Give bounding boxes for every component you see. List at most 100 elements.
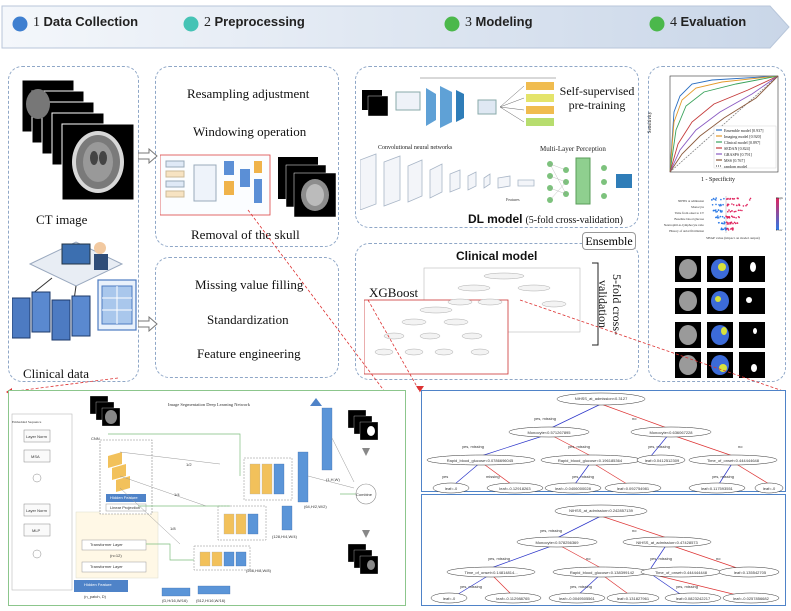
stage-1-dot bbox=[12, 16, 28, 32]
step-standardization: Standardization bbox=[207, 312, 289, 327]
tree2-node-l2: NIHSS_at_admission<0.47428573 bbox=[636, 540, 698, 545]
shap-dot bbox=[726, 223, 729, 225]
segnet-hidden-2: Hidden Feature bbox=[84, 582, 112, 587]
cnn-mlp-diagram bbox=[360, 153, 632, 210]
xgboost-trees-thumbnail bbox=[364, 267, 581, 375]
edge-label: yes, missing bbox=[712, 474, 735, 479]
shap-dot bbox=[716, 210, 718, 213]
shap-dot bbox=[719, 209, 722, 212]
step-feature-engineering: Feature engineering bbox=[197, 346, 301, 361]
edge-label: missing bbox=[486, 474, 500, 479]
shap-dot bbox=[733, 216, 735, 219]
tree2-leaf: leaf=-0.0257856682 bbox=[733, 596, 769, 601]
shap-dot bbox=[739, 209, 741, 212]
ssl-title: Self-supervised pre-training bbox=[559, 84, 635, 112]
tree2-leaf: leaf=-0.112988765 bbox=[496, 596, 530, 601]
shap-dot bbox=[721, 228, 724, 231]
clinical-data-label: Clinical data bbox=[23, 366, 90, 381]
shap-high-label: High bbox=[776, 196, 783, 200]
shap-dot bbox=[717, 215, 719, 217]
shap-dot bbox=[712, 198, 715, 200]
segnet-scale-half: 1/2 bbox=[186, 462, 192, 467]
roc-legend-item: Ensemble model [0.937] bbox=[724, 128, 764, 133]
segnet-shape-3: (128,H/4,W/4) bbox=[272, 534, 297, 539]
segnet-shape-6: (D,H/16,W/16) bbox=[162, 598, 188, 603]
tree2-leaf: leaf=-0.0049505561 bbox=[559, 596, 595, 601]
shap-dot bbox=[727, 216, 730, 219]
segnet-scale-eighth: 1/8 bbox=[170, 526, 176, 531]
shap-dot bbox=[711, 204, 714, 206]
ssl-pretraining-diagram bbox=[362, 77, 556, 128]
shap-dot bbox=[715, 197, 717, 199]
stage-2-label: 2 Preprocessing bbox=[204, 14, 305, 30]
cv-label: 5-fold cross-validation bbox=[596, 273, 624, 335]
segnet-n-layers: (n=12) bbox=[110, 553, 122, 558]
stage-2-dot bbox=[183, 16, 199, 32]
segnet-msa: MSA bbox=[31, 454, 40, 459]
segnet-transformer-1: Transformer Layer bbox=[90, 542, 123, 547]
evaluation-panel bbox=[648, 66, 786, 382]
shap-dot bbox=[730, 221, 733, 224]
shap-dot bbox=[716, 217, 719, 219]
step-missing-value: Missing value filling bbox=[195, 277, 304, 292]
shap-feature-labels: NIHSS at admission Monocyte Time from on… bbox=[654, 198, 704, 234]
xgb-tree-edges bbox=[426, 392, 784, 604]
stage-4-dot bbox=[649, 16, 665, 32]
shap-dot bbox=[728, 223, 730, 225]
shap-dot bbox=[726, 198, 728, 200]
shap-xlabel: SHAP value (impact on model output) bbox=[706, 236, 760, 240]
shap-dot bbox=[722, 203, 724, 206]
shap-dot bbox=[729, 197, 732, 200]
shap-dot bbox=[720, 204, 722, 207]
segnet-patch: (n_patch, D) bbox=[84, 594, 107, 599]
roc-legend: Ensemble model [0.937] Imaging model [0.… bbox=[724, 128, 763, 170]
tree2-root: NIHSS_at_admission<0.242857139 bbox=[569, 508, 633, 513]
shap-dot bbox=[718, 204, 720, 206]
edge-label: no bbox=[632, 416, 637, 421]
pipeline-banner bbox=[1, 5, 790, 49]
edge-label: no bbox=[586, 556, 591, 561]
tree2-leaf: leaf=0.0823242217 bbox=[675, 596, 711, 601]
shap-dot bbox=[737, 216, 740, 218]
shap-dot bbox=[724, 222, 726, 224]
shap-dot bbox=[731, 197, 734, 200]
clinical-data-illustration bbox=[12, 241, 137, 341]
xgboost-label: XGBoost bbox=[369, 285, 419, 300]
segnet-shape-2: (64,H/2,W/2) bbox=[304, 504, 327, 509]
edge-label: yes, missing bbox=[540, 528, 563, 533]
edge-label: yes, missing bbox=[648, 444, 671, 449]
tree1-leaf: leaf=0.092754981 bbox=[616, 486, 650, 491]
edge-label: yes bbox=[442, 474, 449, 479]
shap-low-label: Low bbox=[776, 228, 783, 232]
shap-dot bbox=[713, 209, 715, 212]
edge-label: yes, missing bbox=[650, 556, 673, 561]
shap-dot bbox=[721, 222, 724, 225]
shap-dot bbox=[736, 222, 738, 224]
shap-dot bbox=[714, 209, 717, 212]
shap-dot bbox=[717, 209, 720, 211]
preprocessing-thumbnail bbox=[160, 154, 337, 218]
mlp-label: Multi-Layer Perception bbox=[540, 145, 606, 153]
tree2-node-l3: Time_of_onset<0.444444448 bbox=[654, 570, 707, 575]
roc-legend-item: Imaging model [0.920] bbox=[724, 134, 761, 139]
shap-dot bbox=[732, 204, 735, 206]
tree1-leaf: leaf=-0.0406000028 bbox=[555, 486, 591, 491]
edge-label: no bbox=[632, 528, 637, 533]
shap-dot bbox=[715, 216, 718, 218]
shap-dot bbox=[714, 198, 716, 201]
shap-feature: NIHSS at admission bbox=[677, 199, 704, 203]
shap-dot bbox=[727, 210, 729, 213]
segnet-shape-1: (1,H,W) bbox=[326, 477, 340, 482]
edge-label: yes, missing bbox=[570, 584, 593, 589]
tree2-node-l3: Time_of_onset<0.14814814... bbox=[464, 570, 518, 575]
segmentation-examples bbox=[675, 256, 765, 378]
shap-dot bbox=[737, 209, 740, 212]
step-windowing: Windowing operation bbox=[193, 124, 307, 139]
shap-dot bbox=[729, 222, 731, 224]
shap-dot bbox=[734, 222, 737, 225]
shap-dot bbox=[715, 203, 717, 206]
stage-3-label: 3 Modeling bbox=[465, 14, 533, 30]
tree1-node-l3: Time_of_onset<0.444444648 bbox=[706, 458, 759, 463]
step-resampling: Resampling adjustment bbox=[187, 86, 310, 101]
segnet-mlp: MLP bbox=[32, 528, 41, 533]
